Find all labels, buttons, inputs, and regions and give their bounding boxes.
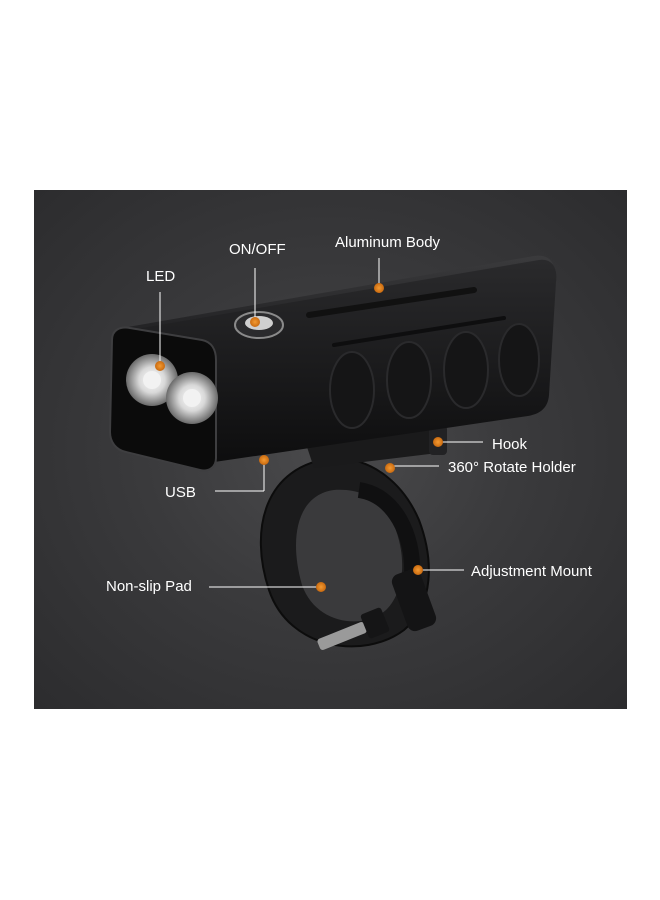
callout-dots xyxy=(155,283,443,592)
handlebar-clamp xyxy=(259,456,437,651)
leader-lines xyxy=(159,258,483,588)
bike-light-illustration xyxy=(108,255,557,651)
label-adjustment-mount: Adjustment Mount xyxy=(471,563,592,580)
label-usb: USB xyxy=(165,484,196,501)
label-rotate-holder: 360° Rotate Holder xyxy=(448,459,576,476)
label-on-off: ON/OFF xyxy=(229,241,286,258)
product-diagram-panel: ON/OFF Aluminum Body LED Hook 360° Rotat… xyxy=(34,190,627,709)
label-aluminum-body: Aluminum Body xyxy=(335,234,441,251)
label-non-slip-pad: Non-slip Pad xyxy=(106,578,192,595)
light-body xyxy=(108,255,557,472)
label-hook: Hook xyxy=(492,436,528,453)
label-led: LED xyxy=(146,268,176,285)
